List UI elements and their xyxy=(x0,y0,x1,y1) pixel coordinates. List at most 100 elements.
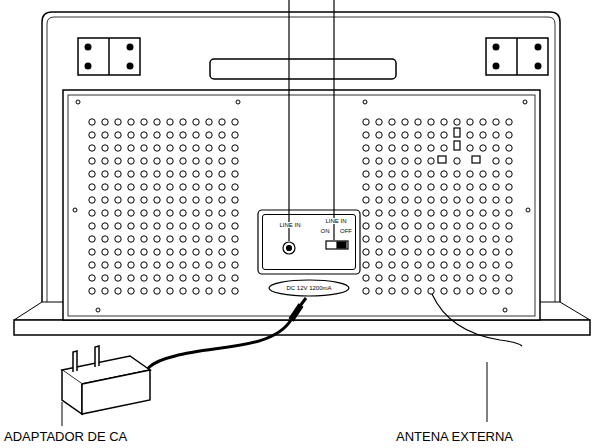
speaker-hole xyxy=(402,171,408,177)
speaker-hole xyxy=(441,223,447,229)
speaker-hole xyxy=(115,210,121,216)
speaker-hole xyxy=(115,288,121,294)
speaker-hole xyxy=(441,132,447,138)
speaker-hole xyxy=(415,132,421,138)
speaker-hole xyxy=(389,236,395,242)
speaker-hole xyxy=(506,249,512,255)
speaker-hole xyxy=(389,249,395,255)
speaker-hole xyxy=(141,197,147,203)
speaker-hole xyxy=(376,288,382,294)
speaker-hole xyxy=(193,119,199,125)
speaker-hole xyxy=(402,158,408,164)
speaker-hole xyxy=(193,275,199,281)
speaker-hole xyxy=(441,145,447,151)
speaker-hole xyxy=(402,223,408,229)
speaker-hole xyxy=(206,223,212,229)
speaker-hole xyxy=(480,262,486,268)
speaker-hole xyxy=(167,132,173,138)
speaker-hole xyxy=(154,249,160,255)
oval-outline xyxy=(269,280,349,296)
speaker-slot xyxy=(438,156,446,163)
adapter-prong xyxy=(73,351,77,372)
speaker-hole xyxy=(232,158,238,164)
speaker-hole xyxy=(141,249,147,255)
speaker-hole xyxy=(232,132,238,138)
speaker-hole xyxy=(180,119,186,125)
speaker-hole xyxy=(480,275,486,281)
switch-knob xyxy=(337,242,346,248)
speaker-hole xyxy=(128,249,134,255)
speaker-hole xyxy=(389,262,395,268)
speaker-hole xyxy=(376,119,382,125)
speaker-hole xyxy=(167,223,173,229)
speaker-hole xyxy=(115,249,121,255)
speaker-hole xyxy=(415,288,421,294)
speaker-hole xyxy=(219,197,225,203)
speaker-hole xyxy=(454,210,460,216)
speaker-hole xyxy=(363,132,369,138)
speaker-hole xyxy=(128,223,134,229)
speaker-hole xyxy=(141,262,147,268)
speaker-hole xyxy=(193,184,199,190)
speaker-hole xyxy=(102,119,108,125)
speaker-hole xyxy=(415,210,421,216)
speaker-hole xyxy=(402,236,408,242)
speaker-hole xyxy=(376,210,382,216)
speaker-hole xyxy=(363,210,369,216)
speaker-hole xyxy=(363,262,369,268)
speaker-hole xyxy=(454,197,460,203)
speaker-hole xyxy=(428,210,434,216)
speaker-hole xyxy=(506,197,512,203)
speaker-hole xyxy=(180,236,186,242)
speaker-hole xyxy=(115,158,121,164)
speaker-hole xyxy=(206,132,212,138)
speaker-hole xyxy=(389,119,395,125)
connector-plate xyxy=(258,210,360,274)
speaker-hole xyxy=(232,145,238,151)
speaker-hole xyxy=(167,119,173,125)
speaker-hole xyxy=(232,210,238,216)
speaker-hole xyxy=(89,197,95,203)
hinge-screw xyxy=(127,63,134,70)
speaker-hole xyxy=(141,171,147,177)
speaker-hole xyxy=(193,171,199,177)
panel-marking: LINE IN xyxy=(324,218,347,224)
speaker-hole xyxy=(115,223,121,229)
dc-plug-tip xyxy=(300,298,306,306)
speaker-hole xyxy=(232,119,238,125)
speaker-hole xyxy=(219,275,225,281)
speaker-hole xyxy=(219,171,225,177)
speaker-hole xyxy=(167,184,173,190)
speaker-hole xyxy=(89,184,95,190)
speaker-hole xyxy=(493,262,499,268)
speaker-hole xyxy=(232,223,238,229)
speaker-hole xyxy=(180,262,186,268)
hinge-pin xyxy=(108,38,110,75)
speaker-hole xyxy=(376,249,382,255)
speaker-hole xyxy=(115,184,121,190)
speaker-hole xyxy=(232,197,238,203)
speaker-hole xyxy=(363,184,369,190)
speaker-hole xyxy=(219,184,225,190)
speaker-hole xyxy=(180,158,186,164)
speaker-hole xyxy=(402,275,408,281)
speaker-hole xyxy=(506,184,512,190)
speaker-hole xyxy=(467,132,473,138)
speaker-hole xyxy=(180,288,186,294)
speaker-hole xyxy=(467,275,473,281)
speaker-hole xyxy=(441,119,447,125)
speaker-hole xyxy=(102,145,108,151)
hinge xyxy=(486,38,548,75)
speaker-hole xyxy=(376,158,382,164)
line-in-jack xyxy=(283,242,295,254)
speaker-hole xyxy=(454,288,460,294)
speaker-hole xyxy=(206,262,212,268)
speaker-hole xyxy=(402,262,408,268)
speaker-hole xyxy=(363,223,369,229)
hinge-screw xyxy=(493,63,500,70)
speaker-hole xyxy=(154,262,160,268)
speaker-hole xyxy=(115,145,121,151)
speaker-hole xyxy=(102,262,108,268)
speaker-hole xyxy=(389,158,395,164)
speaker-hole xyxy=(141,145,147,151)
